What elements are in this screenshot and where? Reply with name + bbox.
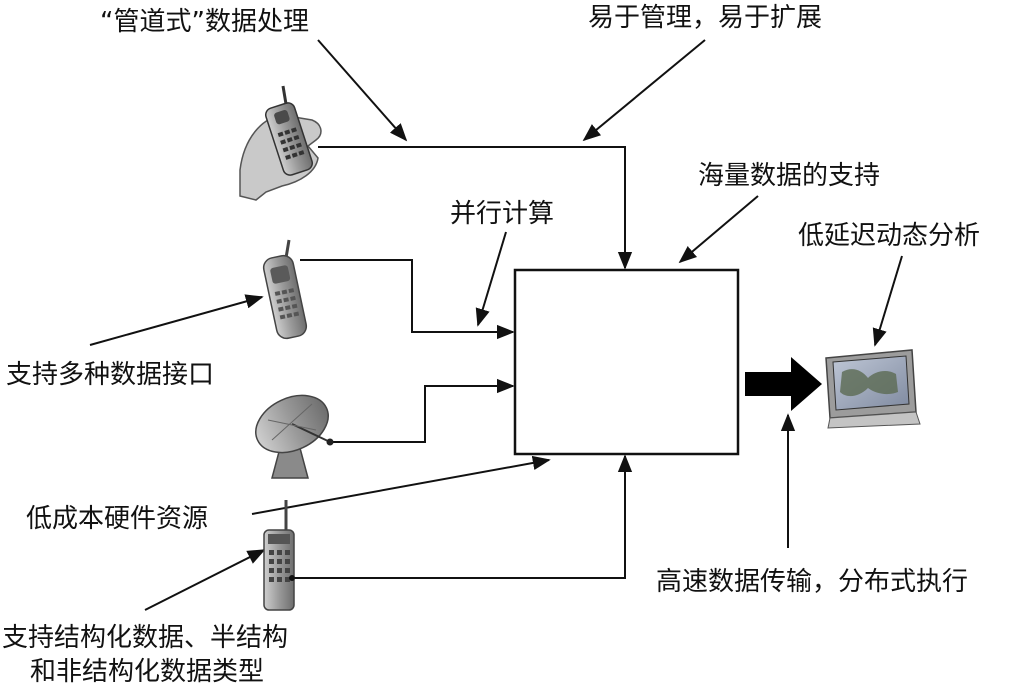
wire-phone1-to-box [318,146,633,270]
wire-phone3-to-box [292,454,633,579]
label-low-cost: 低成本硬件资源 [26,504,208,534]
label-multi-interface: 支持多种数据接口 [6,360,214,390]
mobile-phone-icon [262,239,308,340]
label-parallel: 并行计算 [450,199,554,229]
annot-arrow-parallel [475,231,507,327]
monitor-icon [825,349,921,429]
wire-phone2-to-box [300,259,515,340]
satellite-dish-icon [255,394,334,479]
annot-arrow-massive-data [678,195,759,264]
annot-arrow-multi-interface [89,294,264,346]
output-arrow [745,357,822,411]
label-structured-line1: 支持结构化数据、半结构 [2,623,288,653]
annot-arrow-easy-manage [582,39,706,142]
label-massive-data: 海量数据的支持 [698,161,880,191]
label-structured-line2: 和非结构化数据类型 [30,657,264,687]
annot-arrow-structured [144,549,266,611]
annot-arrow-pipeline [317,39,408,142]
phone-in-hand-icon [239,85,322,201]
label-easy-manage: 易于管理，易于扩展 [588,3,822,33]
label-high-speed: 高速数据传输，分布式执行 [656,567,968,597]
cordless-phone-icon [263,500,295,611]
central-processing-box [513,268,740,456]
annot-arrow-low-cost [251,455,551,515]
label-pipeline: “管道式”数据处理 [100,7,309,37]
annot-arrow-low-latency [872,255,903,347]
wire-dish-to-box [330,378,515,443]
label-low-latency: 低延迟动态分析 [798,221,980,251]
